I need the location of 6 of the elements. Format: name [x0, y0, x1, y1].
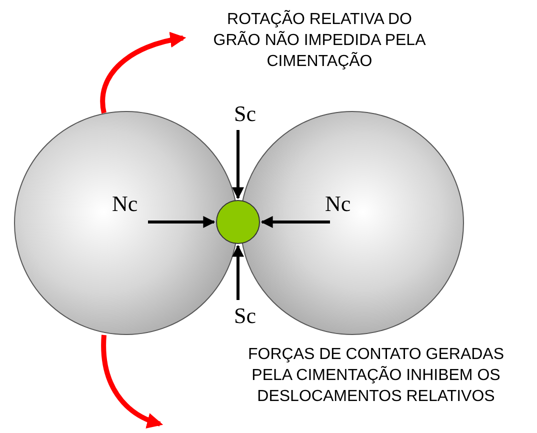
force-label: Sc	[234, 302, 257, 330]
annotation-text: ROTAÇÃO RELATIVA DO GRÃO NÃO IMPEDIDA PELA CIMENTAÇÃO	[212, 10, 427, 72]
force-label: Nc	[325, 190, 352, 218]
force-label: Sc	[234, 100, 257, 128]
annotation-text: FORÇAS DE CONTATO GERADAS PELA CIMENTAÇÃO INHIBEM OS DESLOCAMENTOS RELATIVOS	[246, 345, 506, 407]
force-label: Nc	[112, 190, 139, 218]
